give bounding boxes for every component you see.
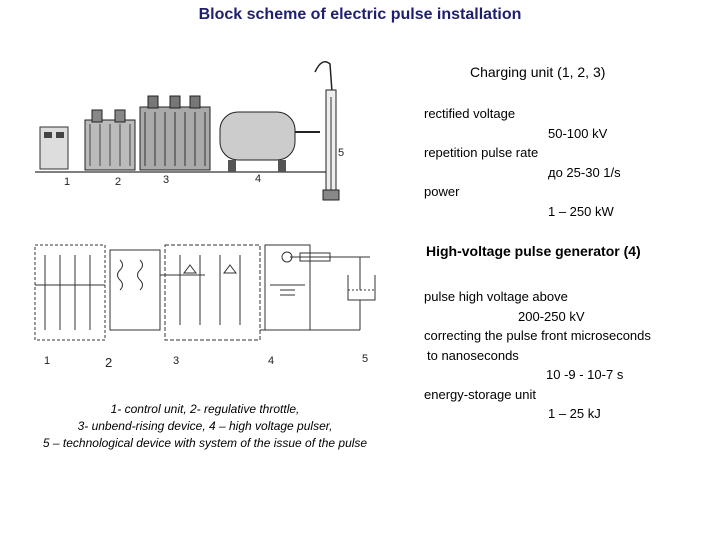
caption-line: 1- control unit, 2- regulative throttle, (110, 402, 300, 416)
generator-specs: pulse high voltage above 200-250 kV corr… (424, 287, 651, 424)
generator-heading: High-voltage pulse generator (4) (426, 243, 641, 259)
photo-label-2: 2 (115, 176, 122, 188)
circuit-label-4: 4 (268, 355, 275, 367)
photo-label-3: 3 (163, 174, 170, 186)
spec-line: to nanoseconds (427, 347, 519, 363)
spec-value: 200-250 kV (518, 308, 585, 324)
spec-line: power (424, 184, 460, 199)
spec-line: repetition pulse rate (424, 145, 539, 160)
charging-unit-heading: Charging unit (1, 2, 3) (470, 64, 606, 80)
circuit-label-5: 5 (362, 353, 369, 365)
spec-value: 1 – 250 kW (548, 203, 614, 219)
caption-line: 3- unbend-rising device, 4 – high voltag… (77, 419, 333, 433)
circuit-label-2: 2 (105, 355, 113, 370)
caption-line: 5 – technological device with system of … (42, 436, 368, 450)
spec-value: 50-100 kV (548, 125, 608, 141)
circuit-label-3: 3 (173, 355, 180, 367)
circuit-schematic (34, 244, 376, 341)
spec-line: pulse high voltage above (424, 289, 568, 304)
figure-caption: 1- control unit, 2- regulative throttle,… (0, 401, 410, 452)
photo-label-4: 4 (255, 173, 262, 185)
spec-line: rectified voltage (424, 106, 516, 121)
page-title: Block scheme of electric pulse installat… (198, 6, 522, 23)
spec-line: energy-storage unit (424, 386, 537, 402)
charging-unit-specs: rectified voltage 50-100 kV repetition p… (424, 104, 621, 221)
spec-value: 1 – 25 kJ (548, 406, 601, 421)
spec-value: до 25-30 1/s (548, 164, 621, 180)
equipment-photo (35, 61, 340, 201)
spec-line: correcting the pulse front microseconds (424, 328, 651, 343)
photo-label-1: 1 (64, 176, 71, 188)
spec-value: 10 -9 - 10-7 s (546, 367, 624, 382)
circuit-label-1: 1 (44, 355, 51, 367)
photo-label-5: 5 (338, 147, 345, 159)
